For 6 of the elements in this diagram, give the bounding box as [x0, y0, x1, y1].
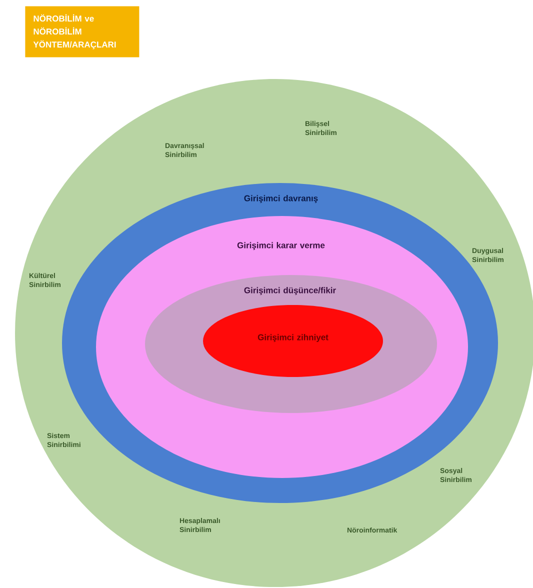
ring-label: Girişimci zihniyet	[258, 334, 328, 342]
ellipse	[203, 305, 383, 377]
ring-label: Girişimci düşünce/fikir	[244, 287, 336, 295]
ring-label: Girişimci davranış	[244, 195, 318, 203]
ring-label: Girişimci karar verme	[237, 242, 325, 250]
title-box: NÖROBİLİM ve NÖROBİLİM YÖNTEM/ARAÇLARI	[25, 6, 140, 58]
